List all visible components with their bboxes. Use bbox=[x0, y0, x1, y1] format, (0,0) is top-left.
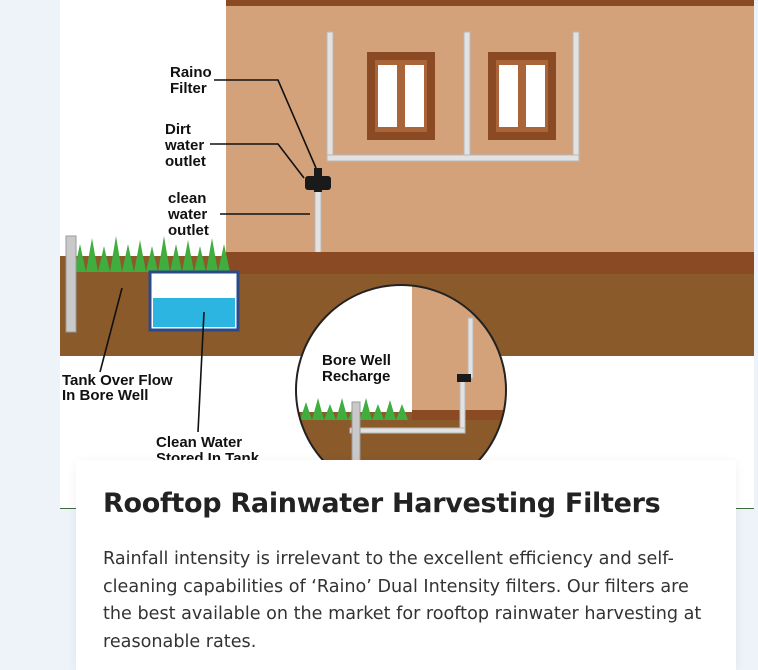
storage-tank bbox=[148, 270, 240, 332]
label-raino-filter: Raino Filter bbox=[170, 64, 216, 97]
grass bbox=[74, 236, 230, 272]
label-clean-water-outlet: clean water outlet bbox=[167, 190, 211, 239]
window-left bbox=[367, 52, 435, 140]
label-bore-well-recharge: Bore Well Recharge bbox=[322, 352, 395, 385]
roof-edge bbox=[226, 0, 754, 6]
rainwater-harvesting-illustration: Raino Filter Dirt water outlet clean wat… bbox=[60, 0, 754, 508]
info-card: Rooftop Rainwater Harvesting Filters Rai… bbox=[76, 460, 736, 670]
window-right bbox=[488, 52, 556, 140]
raino-filter-icon bbox=[305, 168, 331, 192]
harvesting-diagram: Raino Filter Dirt water outlet clean wat… bbox=[60, 0, 754, 496]
bore-well-pipe bbox=[65, 235, 77, 333]
label-dirt-water-outlet: Dirt water outlet bbox=[164, 121, 208, 170]
card-description: Rainfall intensity is irrelevant to the … bbox=[103, 549, 702, 652]
label-tank-overflow: Tank Over Flow In Bore Well bbox=[62, 372, 177, 404]
pointer-lines bbox=[99, 79, 317, 433]
house-base bbox=[226, 252, 754, 274]
card-title: Rooftop Rainwater Harvesting Filters bbox=[103, 488, 661, 519]
